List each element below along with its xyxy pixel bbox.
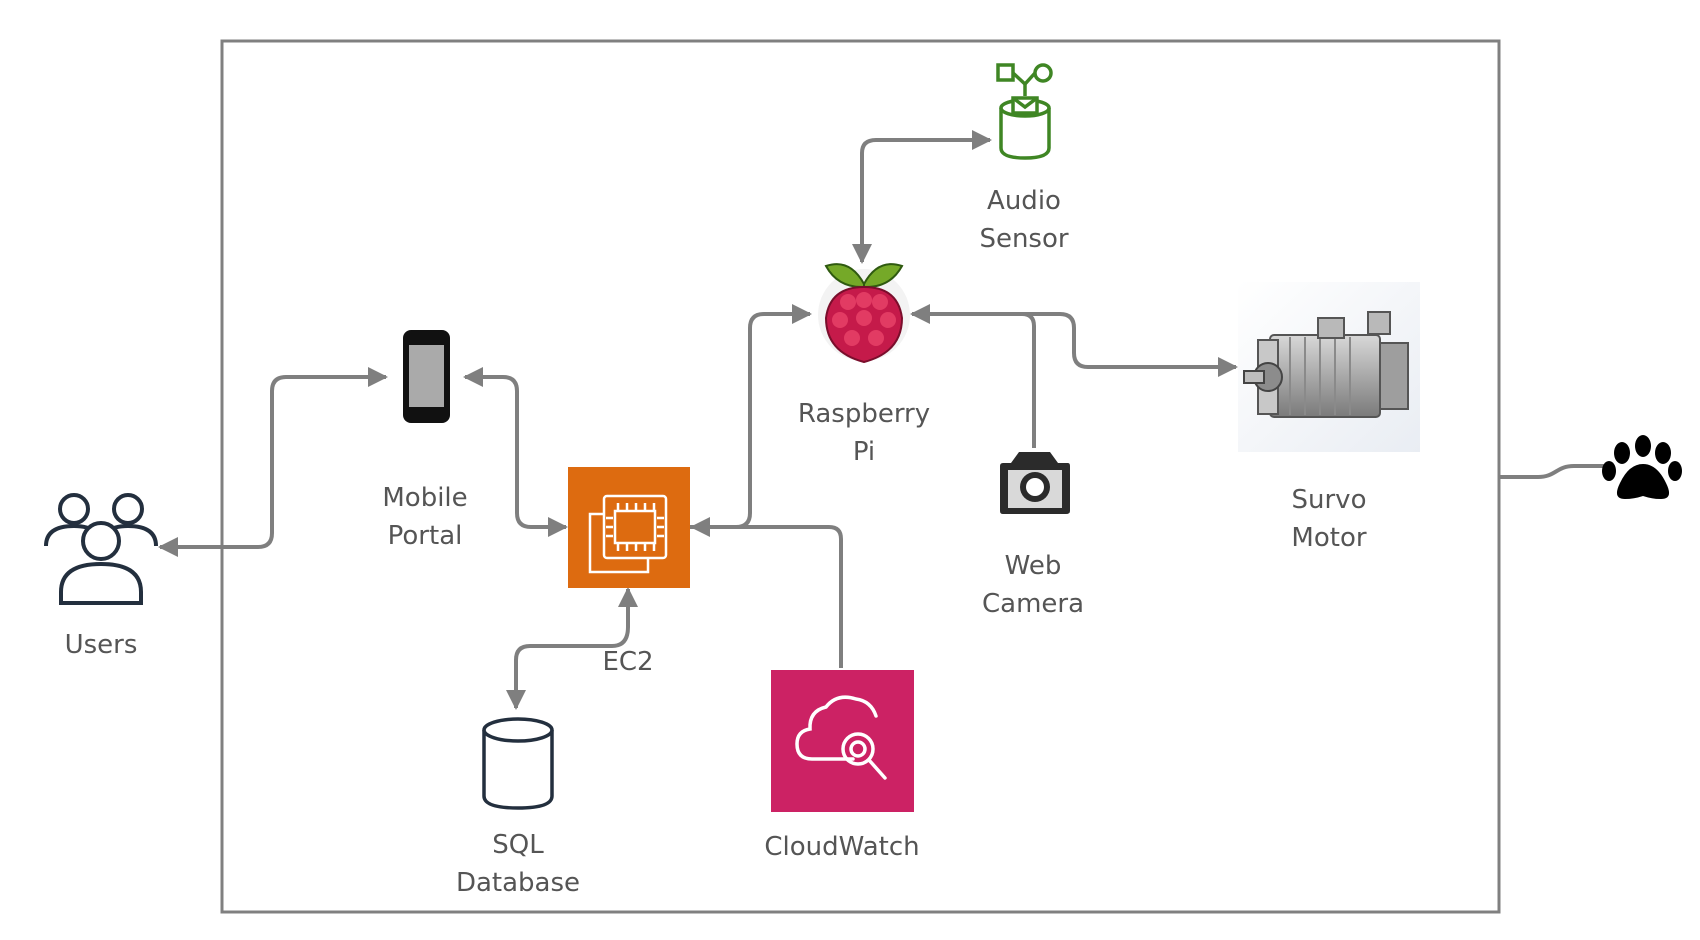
- cloudwatch-icon: [771, 670, 914, 812]
- mobile-portal-label: Mobile Portal: [382, 483, 468, 551]
- sql-database-label: SQL Database: [455, 830, 581, 898]
- connector-mobile-ec2: [463, 367, 568, 537]
- raspberry-pi-label: Raspberry Pi: [797, 399, 931, 467]
- paw-icon: [1602, 435, 1682, 499]
- users-label: Users: [64, 630, 138, 660]
- connector-cloudwatch-ec2: [690, 517, 843, 668]
- connector-ec2-raspberry: [690, 304, 812, 529]
- cloudwatch-label: CloudWatch: [764, 832, 920, 862]
- mobile-phone-icon: [403, 330, 450, 423]
- ec2-instance-icon: [568, 467, 690, 588]
- servo-motor-icon: [1238, 282, 1420, 452]
- connector-users-mobile: [158, 367, 388, 557]
- connector-raspberry-audio: [852, 130, 992, 264]
- audio-sensor-icon: [996, 63, 1053, 160]
- ec2-label: EC2: [602, 647, 654, 677]
- database-cylinder-icon: [482, 717, 554, 810]
- raspberry-pi-icon: [818, 263, 910, 364]
- users-icon: [44, 493, 158, 605]
- connector-boundary-pet: [1499, 464, 1604, 479]
- camera-icon: [1000, 452, 1070, 514]
- web-camera-label: Web Camera: [981, 551, 1085, 619]
- audio-sensor-label: Audio Sensor: [979, 186, 1069, 254]
- connector-raspberry-motor: [1022, 312, 1238, 377]
- connector-camera-raspberry: [910, 304, 1036, 448]
- connector-ec2-database: [506, 587, 638, 710]
- servo-motor-label: Survo Motor: [1291, 485, 1367, 553]
